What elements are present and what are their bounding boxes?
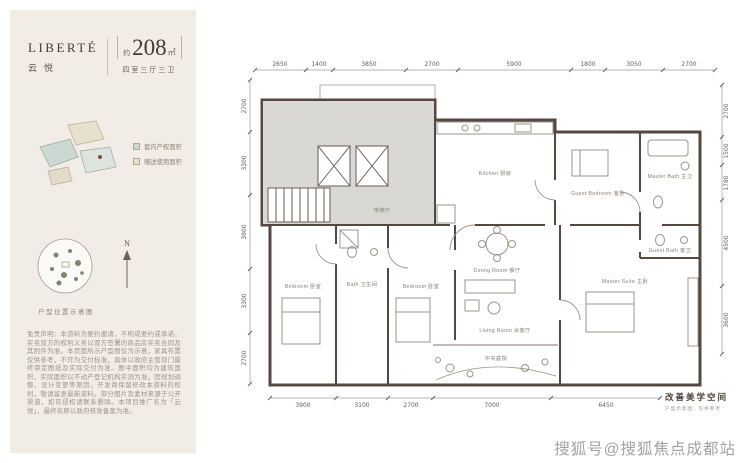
dim-label: 3300 [241,293,248,308]
siteplan-row: N [34,235,196,297]
plan-walls [260,84,702,387]
dim-label: 4500 [723,235,730,250]
watermark-text: 搜狐号@搜狐焦点成都站 [554,441,736,458]
room-labels: 电梯厅 Kitchen 厨房 Dining Room 餐厅 Guest Bedr… [285,169,693,362]
siteplan-circle [37,238,93,294]
legend-swatch [133,158,140,165]
keyplan-row: 套内产权面积 赠送使用面积 [30,115,196,193]
room-label-guest-bath: Guest Bath 客卫 [649,246,692,254]
dim-label: 3900 [241,224,248,239]
dim-label: 1400 [311,61,326,68]
area-unit: ㎡ [167,48,176,57]
north-arrow-icon [123,250,131,288]
dim-label: 7000 [484,402,499,409]
dim-label: 3900 [295,402,310,409]
room-label-kitchen: Kitchen 厨房 [479,169,512,177]
keyplan-legend: 套内产权面积 赠送使用面积 [133,142,182,166]
room-label-living: Living Room 会客厅 [479,326,531,334]
room-label-courtyard: 中央庭院 [485,354,508,362]
floorplan-drawing: 2650 1400 3850 2700 5900 1800 3050 2700 … [241,61,730,412]
dim-label: 3600 [723,312,730,327]
legend-label: 套内产权面积 [144,144,182,151]
area-prefix: 约 [123,50,131,57]
logo-column: LIBERTÉ 云悦 [28,40,98,74]
dim-label: 2700 [241,98,248,113]
keyplan-caption: 户型位置示意图 [38,309,94,316]
legend-label: 赠送使用面积 [144,159,182,166]
dim-label: 3050 [626,61,641,68]
door-swings [315,179,641,321]
brand-logo: LIBERTÉ [28,39,99,55]
room-label-dining: Dining Room 餐厅 [474,266,521,274]
left-panel: LIBERTÉ 云悦 约 208 ㎡ 四室三厅三卫 [10,10,196,453]
dimension-ticks [247,67,725,401]
dim-label: 3100 [354,402,369,409]
dim-label: 2700 [403,402,418,409]
keyplan-map [39,120,117,186]
north-label: N [124,239,130,248]
area-line: 约 208 ㎡ [117,36,182,59]
dim-label: 2700 [241,350,248,365]
dim-label: 2700 [723,103,730,118]
furniture [281,121,699,381]
dim-label: 2700 [681,61,696,68]
unit-location-dot [98,155,102,159]
room-label-master-bath: Master Bath 主卫 [648,172,693,180]
room-label-bath: Bath 卫生间 [347,280,378,288]
room-label-guest-bedroom: Guest Bedroom 客卧 [571,189,625,197]
brand-logo-subtitle: 云悦 [28,62,61,73]
area-value: 208 [132,35,167,60]
area-block: 约 208 ㎡ 四室三厅三卫 [117,36,182,77]
dim-label: 1800 [580,61,595,68]
legend-item: 套内产权面积 [133,142,182,151]
dim-label: 5900 [506,61,521,68]
room-label-elevator-hall: 电梯厅 [374,206,391,214]
dim-label: 1780 [723,175,730,190]
north-indicator: N [120,239,134,290]
dimension-labels: 2650 1400 3850 2700 5900 1800 3050 2700 … [241,61,730,409]
dim-label: 1500 [723,143,730,158]
legend-item: 赠送使用面积 [133,157,182,166]
dim-label: 6450 [598,402,613,409]
room-label-bedroom-2: Bedroom 卧室 [403,282,440,290]
layout-description: 四室三厅三卫 [122,67,177,74]
room-label-bedroom-1: Bedroom 卧室 [285,282,322,290]
dim-label: 3300 [241,155,248,170]
dim-label: 3850 [361,61,376,68]
brand-block: LIBERTÉ 云悦 约 208 ㎡ 四室三厅三卫 [10,10,196,77]
brand-divider [107,38,109,75]
plan-caption-note: 户型示意图，仅供参考 [665,405,721,412]
core-elevators-stairs [267,145,389,223]
legend-swatch [133,143,140,150]
disclaimer-text: 免责声明：本资料为要约邀请，不构成要约或承诺，买卖双方的权利义务以双方签署的商品… [27,331,181,415]
plan-caption: 改善美学空间 [665,392,728,402]
dim-label: 2650 [272,61,287,68]
dim-label: 2700 [424,61,439,68]
room-label-master-suite: Master Suite 主卧 [602,277,649,285]
